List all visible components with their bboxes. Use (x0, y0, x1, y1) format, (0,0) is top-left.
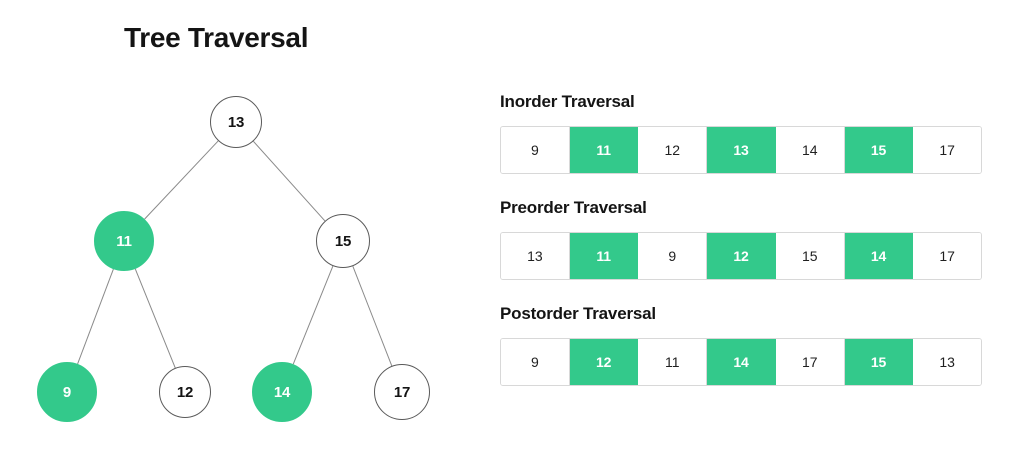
tree-node-label: 9 (62, 383, 72, 401)
tree-node-9[interactable]: 9 (37, 362, 97, 422)
tree-edge-layer (77, 140, 393, 369)
traversal-cell-inorder-2[interactable]: 12 (638, 127, 708, 173)
tree-edge-root-to-right (253, 140, 326, 222)
tree-node-label: 11 (116, 232, 132, 250)
traversal-cell-preorder-6[interactable]: 17 (913, 233, 981, 279)
traversal-cell-preorder-1[interactable]: 11 (569, 233, 639, 279)
traversal-cell-preorder-4[interactable]: 15 (775, 233, 845, 279)
traversal-cell-postorder-4[interactable]: 17 (775, 339, 845, 385)
tree-node-15[interactable]: 15 (316, 214, 370, 268)
binary-tree-diagram: 13 11 15 9 12 14 17 (0, 80, 470, 440)
traversal-cell-inorder-0[interactable]: 9 (501, 127, 570, 173)
traversal-cell-postorder-6[interactable]: 13 (913, 339, 981, 385)
tree-edge-right-to-right-right (352, 265, 393, 367)
traversal-cell-inorder-4[interactable]: 14 (775, 127, 845, 173)
traversal-cell-preorder-3[interactable]: 12 (707, 233, 776, 279)
traversal-cell-postorder-2[interactable]: 11 (638, 339, 708, 385)
tree-edge-root-to-left (144, 140, 219, 220)
traversal-heading-inorder: Inorder Traversal (500, 92, 635, 111)
tree-node-12[interactable]: 12 (159, 366, 211, 418)
tree-node-label: 15 (334, 232, 352, 250)
tree-edge-right-to-right-left (292, 265, 334, 365)
tree-node-17[interactable]: 17 (374, 364, 430, 420)
tree-node-11[interactable]: 11 (94, 211, 154, 271)
traversal-cell-postorder-1[interactable]: 12 (569, 339, 639, 385)
traversal-cell-inorder-6[interactable]: 17 (913, 127, 981, 173)
tree-edge-left-to-left-right (134, 268, 176, 369)
tree-node-label: 17 (393, 383, 411, 401)
traversal-cell-preorder-5[interactable]: 14 (844, 233, 914, 279)
traversal-heading-postorder: Postorder Traversal (500, 304, 656, 323)
tree-node-label: 12 (176, 383, 194, 401)
tree-node-label: 13 (227, 113, 245, 131)
traversal-cell-inorder-1[interactable]: 11 (569, 127, 639, 173)
traversal-cell-postorder-0[interactable]: 9 (501, 339, 570, 385)
tree-node-13[interactable]: 13 (210, 96, 262, 148)
tree-edge-left-to-left-left (77, 268, 114, 365)
traversal-cell-postorder-5[interactable]: 15 (844, 339, 914, 385)
tree-node-label: 14 (273, 383, 291, 401)
page-title: Tree Traversal (124, 22, 309, 53)
traversal-cell-preorder-2[interactable]: 9 (638, 233, 708, 279)
traversal-heading-preorder: Preorder Traversal (500, 198, 647, 217)
traversal-cell-inorder-5[interactable]: 15 (844, 127, 914, 173)
traversal-cell-postorder-3[interactable]: 14 (707, 339, 776, 385)
traversal-cell-inorder-3[interactable]: 13 (707, 127, 776, 173)
traversal-cell-preorder-0[interactable]: 13 (501, 233, 570, 279)
tree-node-14[interactable]: 14 (252, 362, 312, 422)
